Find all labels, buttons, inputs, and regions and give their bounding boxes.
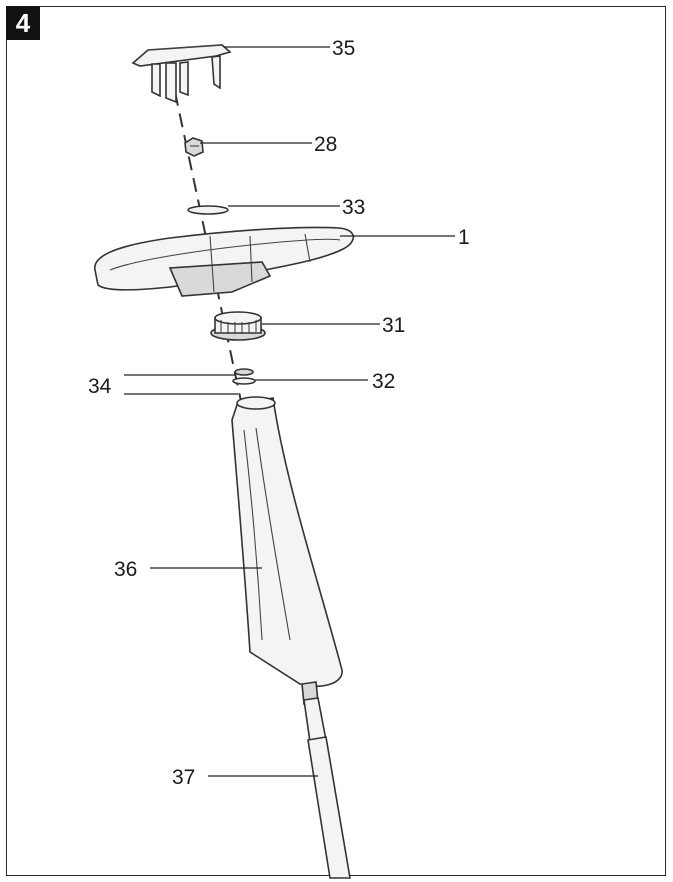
callout-36: 36 — [114, 558, 137, 581]
callout-1: 1 — [458, 226, 470, 249]
part-34-spacer — [234, 368, 254, 376]
callout-28: 28 — [314, 133, 337, 156]
callout-34: 34 — [88, 375, 112, 398]
part-36-housing — [231, 396, 343, 688]
part-32-washer — [232, 377, 256, 385]
step-number-badge: 4 — [6, 6, 40, 40]
callout-35: 35 — [332, 37, 355, 60]
callout-37: 37 — [172, 766, 195, 789]
callout-31: 31 — [382, 314, 405, 337]
part-1-handle — [94, 226, 355, 297]
part-35-cap — [131, 44, 232, 104]
part-33-washer — [187, 205, 229, 215]
part-28-nut — [184, 137, 204, 157]
callout-33: 33 — [342, 196, 365, 219]
callout-32: 32 — [372, 370, 395, 393]
part-31-hub — [210, 311, 266, 341]
part-37-shaft — [301, 681, 351, 879]
